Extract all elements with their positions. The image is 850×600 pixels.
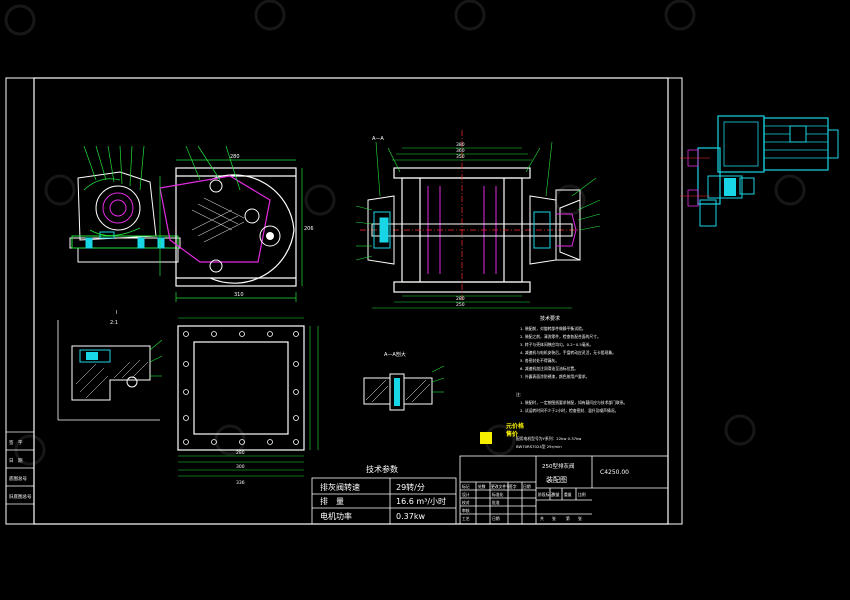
side-dim-3: 350 [456, 154, 465, 160]
plan-dim-1: 280 [236, 450, 245, 456]
front-view: 310 206 280 [69, 145, 314, 302]
reducer-note: BW70RS7024型 29r/min [516, 444, 562, 449]
motor-assembly [680, 115, 839, 227]
side-label: A—A [372, 136, 384, 142]
title-mark-label: 标记 [462, 484, 470, 489]
title-stage-header: 阶段标记 [538, 492, 553, 497]
title-std-label: 标准化 [492, 492, 504, 497]
outer-frame [5, 77, 683, 525]
motor-note: 配用电机型号为Y系列：22kw 0.37kw [516, 436, 581, 441]
front-dim-bottom: 310 [234, 292, 244, 298]
side-dim-5: 250 [456, 302, 465, 308]
notes-title: 技术要求 [540, 315, 560, 322]
front-dim-right: 206 [304, 226, 314, 232]
side-view: 380 360 350 280 250 A—A [355, 130, 601, 309]
price-label: 元价格 [506, 422, 525, 430]
price-marker [480, 432, 492, 444]
note-6: 6. 减速机加注润滑油至油标位置。 [520, 366, 578, 371]
side-dim-1: 380 [456, 142, 465, 148]
title-weight-header: 重量 [564, 492, 572, 497]
notes-extra-title: 注： [516, 392, 524, 397]
detail-scale: 2:1 [110, 320, 118, 326]
title-sheet-no: 第 [566, 516, 570, 521]
tech-param-table [311, 477, 457, 525]
note-1: 1. 装配前，对旋转部件做静平衡试验。 [520, 326, 586, 331]
note-4: 4. 减速机与电机安装后，手盘转动应灵活，无卡阻现象。 [520, 350, 616, 355]
notes-extra-1: 1. 装配时，一定按图纸要求装配，如有疑问应与技术部门联系。 [520, 400, 627, 405]
title-date2-label: 日期 [492, 516, 500, 521]
tech-param-value-2: 16.6 m³/小时 [396, 496, 446, 506]
title-change-label: 更改文件号 [491, 484, 510, 489]
tech-param-value-3: 0.37kw [396, 512, 425, 521]
note-2: 2. 装配之前，清洗零件，检查各配合面的尺寸。 [520, 334, 601, 339]
title-block [459, 455, 669, 525]
title-scale-header: 比例 [578, 492, 586, 497]
section-label: A—A剖大 [384, 351, 406, 358]
tech-param-label-3: 电机功率 [320, 511, 352, 521]
plan-dim-3: 336 [236, 480, 245, 486]
note-5: 5. 各密封处不得漏灰。 [520, 358, 559, 363]
title-role-check: 校对 [462, 500, 470, 505]
side-dim-2: 360 [456, 148, 465, 154]
tech-param-value-1: 29转/分 [396, 482, 425, 492]
tech-param-title: 技术参数 [366, 464, 398, 474]
title-drawing-type: 装配图 [546, 475, 567, 484]
plan-dim-2: 300 [236, 464, 245, 470]
title-role-review: 审核 [462, 508, 470, 513]
note-7: 7. 外露表面涂防锈漆，颜色按用户要求。 [520, 374, 589, 379]
title-role-design: 设计 [462, 492, 470, 497]
section-view: A—A剖大 [363, 351, 445, 411]
stamp-signature: 签 字 [9, 439, 23, 446]
title-sign-label: 签字 [509, 484, 517, 489]
title-drawing-no: C4250.00 [600, 469, 629, 476]
stamp-old-base-no: 旧底图总号 [9, 493, 32, 500]
side-stamp [5, 431, 35, 505]
title-sheet-total: 共 [540, 516, 544, 521]
stamp-base-no: 底图总号 [9, 475, 27, 482]
tech-param-label-2: 排 量 [320, 496, 344, 506]
title-product-name: 250型排灰阀 [542, 462, 575, 470]
title-sheet-unit2: 张 [578, 516, 582, 521]
notes-extra-2: 2. 试运转时间不少于2小时，检查密封、温升及噪声情况。 [520, 408, 618, 413]
detail-view: I 2:1 [57, 310, 163, 421]
title-sheet-unit1: 张 [552, 516, 556, 521]
inner-frame [33, 77, 669, 525]
title-qty-header: 数量 [552, 492, 560, 497]
tech-param-label-1: 排灰阀转速 [320, 482, 360, 492]
title-role-process: 工艺 [462, 516, 470, 521]
title-approve-label: 批准 [492, 500, 500, 505]
note-3: 3. 转子与壳体间隙应均匀，0.2~0.5毫米。 [520, 342, 593, 347]
front-dim-top: 280 [230, 154, 240, 160]
side-dim-4: 280 [456, 296, 465, 302]
title-date-label: 日期 [523, 484, 531, 489]
detail-label: I [116, 310, 117, 316]
watermark [4, 0, 806, 466]
plan-view: 280 300 336 [177, 317, 319, 486]
tech-notes: 技术要求 1. 装配前，对旋转部件做静平衡试验。 2. 装配之前，清洗零件，检查… [480, 315, 627, 449]
price-sub: 售价 [506, 430, 519, 438]
title-count-label: 处数 [478, 484, 486, 489]
stamp-date: 日 期 [9, 458, 23, 464]
